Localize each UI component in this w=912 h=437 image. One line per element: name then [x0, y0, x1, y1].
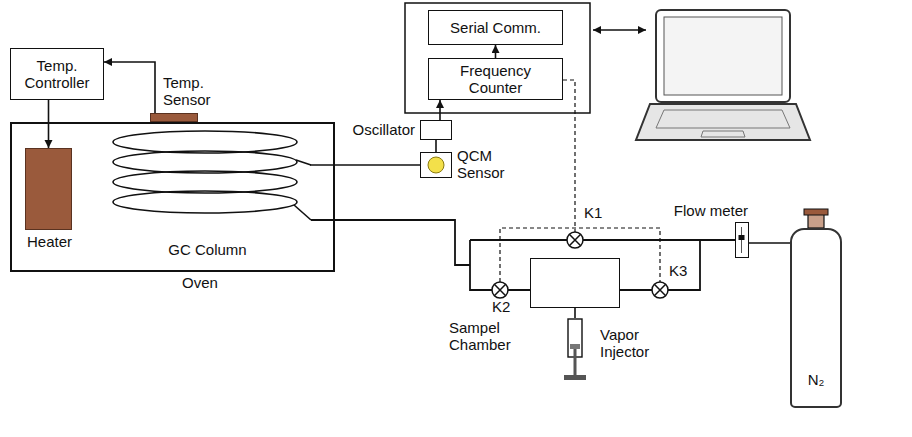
connector	[439, 100, 441, 120]
gc-column-coil	[113, 131, 297, 153]
module-box: Frequency Counter	[428, 58, 563, 100]
gc-column-coil	[113, 191, 297, 213]
node-label: Vapor Injector	[600, 326, 680, 360]
qcm-sensor: QCM Sensor	[420, 152, 452, 178]
gc-column-coil	[113, 151, 297, 173]
valve-symbol	[494, 284, 505, 295]
comm-housing	[405, 3, 590, 113]
valve-label: K2	[491, 299, 511, 315]
gas-cylinder: N₂	[790, 228, 842, 408]
vapor-injector-drawing	[560, 318, 590, 383]
node-text: Temp. Controller	[15, 57, 99, 91]
control-line	[500, 80, 660, 282]
laptop	[636, 104, 810, 140]
node-label: Sampel Chamber	[449, 319, 529, 353]
qcm-sensor-drawing	[421, 153, 453, 179]
gc-column-coil	[294, 205, 311, 220]
node-label: QCM Sensor	[457, 147, 513, 181]
gc-column-coil	[113, 171, 297, 193]
module-box: Serial Comm.	[428, 10, 563, 45]
valve-label: K1	[583, 205, 603, 221]
quartz-crystal	[428, 157, 444, 173]
comm-housing	[405, 3, 590, 113]
gas-line	[700, 239, 735, 241]
laptop	[664, 17, 782, 95]
node-label: Heater	[18, 233, 81, 250]
node-text: Serial Comm.	[450, 19, 541, 36]
valve-symbol	[654, 284, 665, 295]
syringe-handle	[564, 375, 586, 380]
connector	[104, 62, 155, 113]
connector	[495, 45, 497, 58]
laptop	[656, 10, 790, 102]
gc-column: GC Column	[105, 130, 310, 262]
laptop	[656, 110, 790, 128]
node-label: Oscillator	[352, 121, 415, 138]
valve-symbol	[569, 234, 580, 245]
sample-chamber: Sampel Chamber	[530, 258, 620, 308]
cylinder-valve	[804, 209, 828, 228]
valve-symbol	[567, 232, 583, 248]
node-text: N₂	[808, 371, 825, 388]
temperature-sensor: Temp. Sensor	[150, 113, 198, 122]
syringe-rod	[574, 349, 577, 375]
gas-line	[311, 220, 735, 290]
controller-box: Temp. Controller	[10, 48, 104, 100]
control-line	[563, 80, 575, 232]
connector	[435, 140, 437, 152]
valve-label: K3	[668, 263, 688, 279]
flow-float	[739, 235, 745, 240]
node-label: Temp. Sensor	[163, 74, 223, 108]
connector	[48, 100, 50, 148]
connector	[574, 308, 576, 318]
laptop	[636, 10, 810, 140]
serial-link	[593, 30, 646, 31]
syringe-piston	[570, 344, 580, 349]
node-text: Frequency Counter	[446, 62, 546, 96]
vapor-injector: Vapor Injector	[560, 318, 590, 383]
connector	[749, 242, 790, 244]
oscillator-box: Oscillator	[420, 120, 452, 140]
laptop	[701, 131, 745, 137]
node-label: Oven	[182, 274, 218, 291]
flow-meter-drawing	[736, 223, 750, 259]
cylinder-valve	[804, 209, 828, 215]
valve-symbol	[652, 282, 668, 298]
heater-element: Heater	[25, 148, 72, 230]
valve-symbol	[492, 282, 508, 298]
node-label: Flow meter	[674, 202, 748, 219]
gc-column-coil	[113, 131, 311, 220]
flow-meter: Flow meter	[735, 222, 749, 258]
serial-link	[593, 29, 646, 31]
node-label: GC Column	[105, 241, 310, 258]
oven-enclosure: OvenHeaterGC Column	[10, 122, 335, 272]
gc-column-coil	[296, 160, 311, 165]
connector	[310, 164, 420, 166]
cylinder-valve	[808, 214, 824, 228]
